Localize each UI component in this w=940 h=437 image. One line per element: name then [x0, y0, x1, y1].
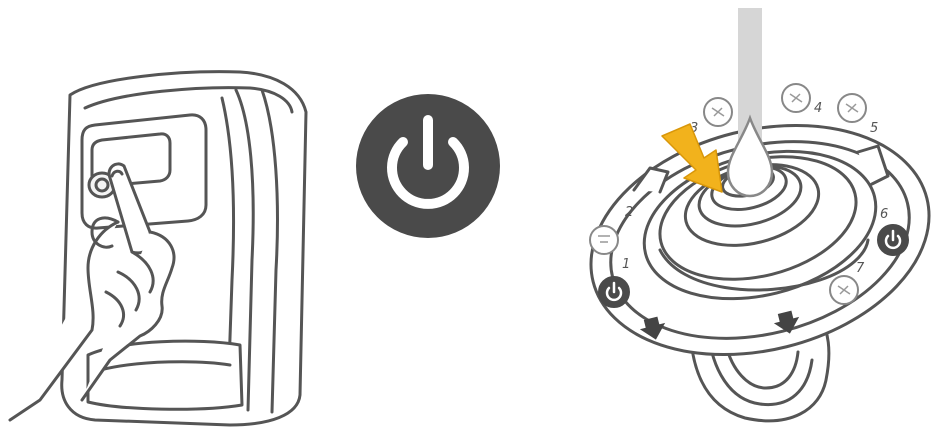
water-stream-icon — [728, 8, 772, 196]
power-icon — [356, 94, 500, 238]
dial-label-6: 6 — [880, 207, 888, 222]
dial-label-5: 5 — [870, 121, 878, 136]
dial-label-2: 2 — [625, 205, 633, 220]
dial-label-4: 4 — [814, 101, 822, 116]
dial-label-1: 1 — [622, 257, 630, 272]
dial-label-7: 7 — [856, 261, 865, 276]
dial-icon-2 — [590, 226, 618, 254]
